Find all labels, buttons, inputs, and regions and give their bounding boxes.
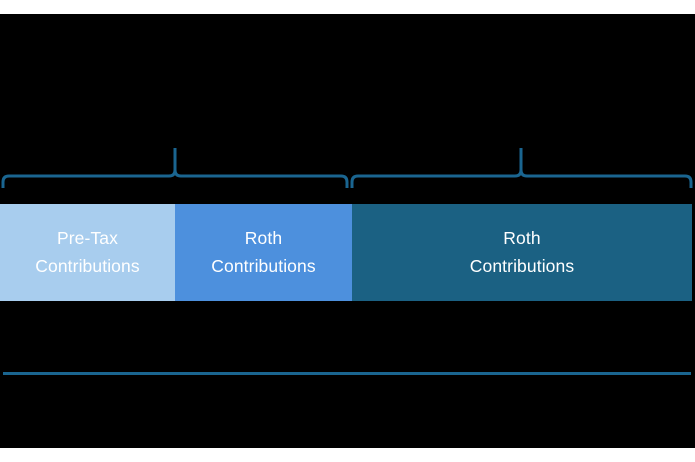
bar-segment-pre-tax-contributions[interactable]: Pre-Tax Contributions [0,204,175,301]
contribution-bar: Pre-Tax Contributions Roth Contributions… [0,204,692,301]
baseline-rule [3,372,691,375]
bar-segment-roth-contributions-dark[interactable]: Roth Contributions [352,204,692,301]
bar-segment-roth-contributions[interactable]: Roth Contributions [175,204,352,301]
bracket-left-path [1,148,349,188]
bracket-right [349,146,695,188]
bracket-left [0,146,350,188]
bracket-right-path [350,148,693,188]
